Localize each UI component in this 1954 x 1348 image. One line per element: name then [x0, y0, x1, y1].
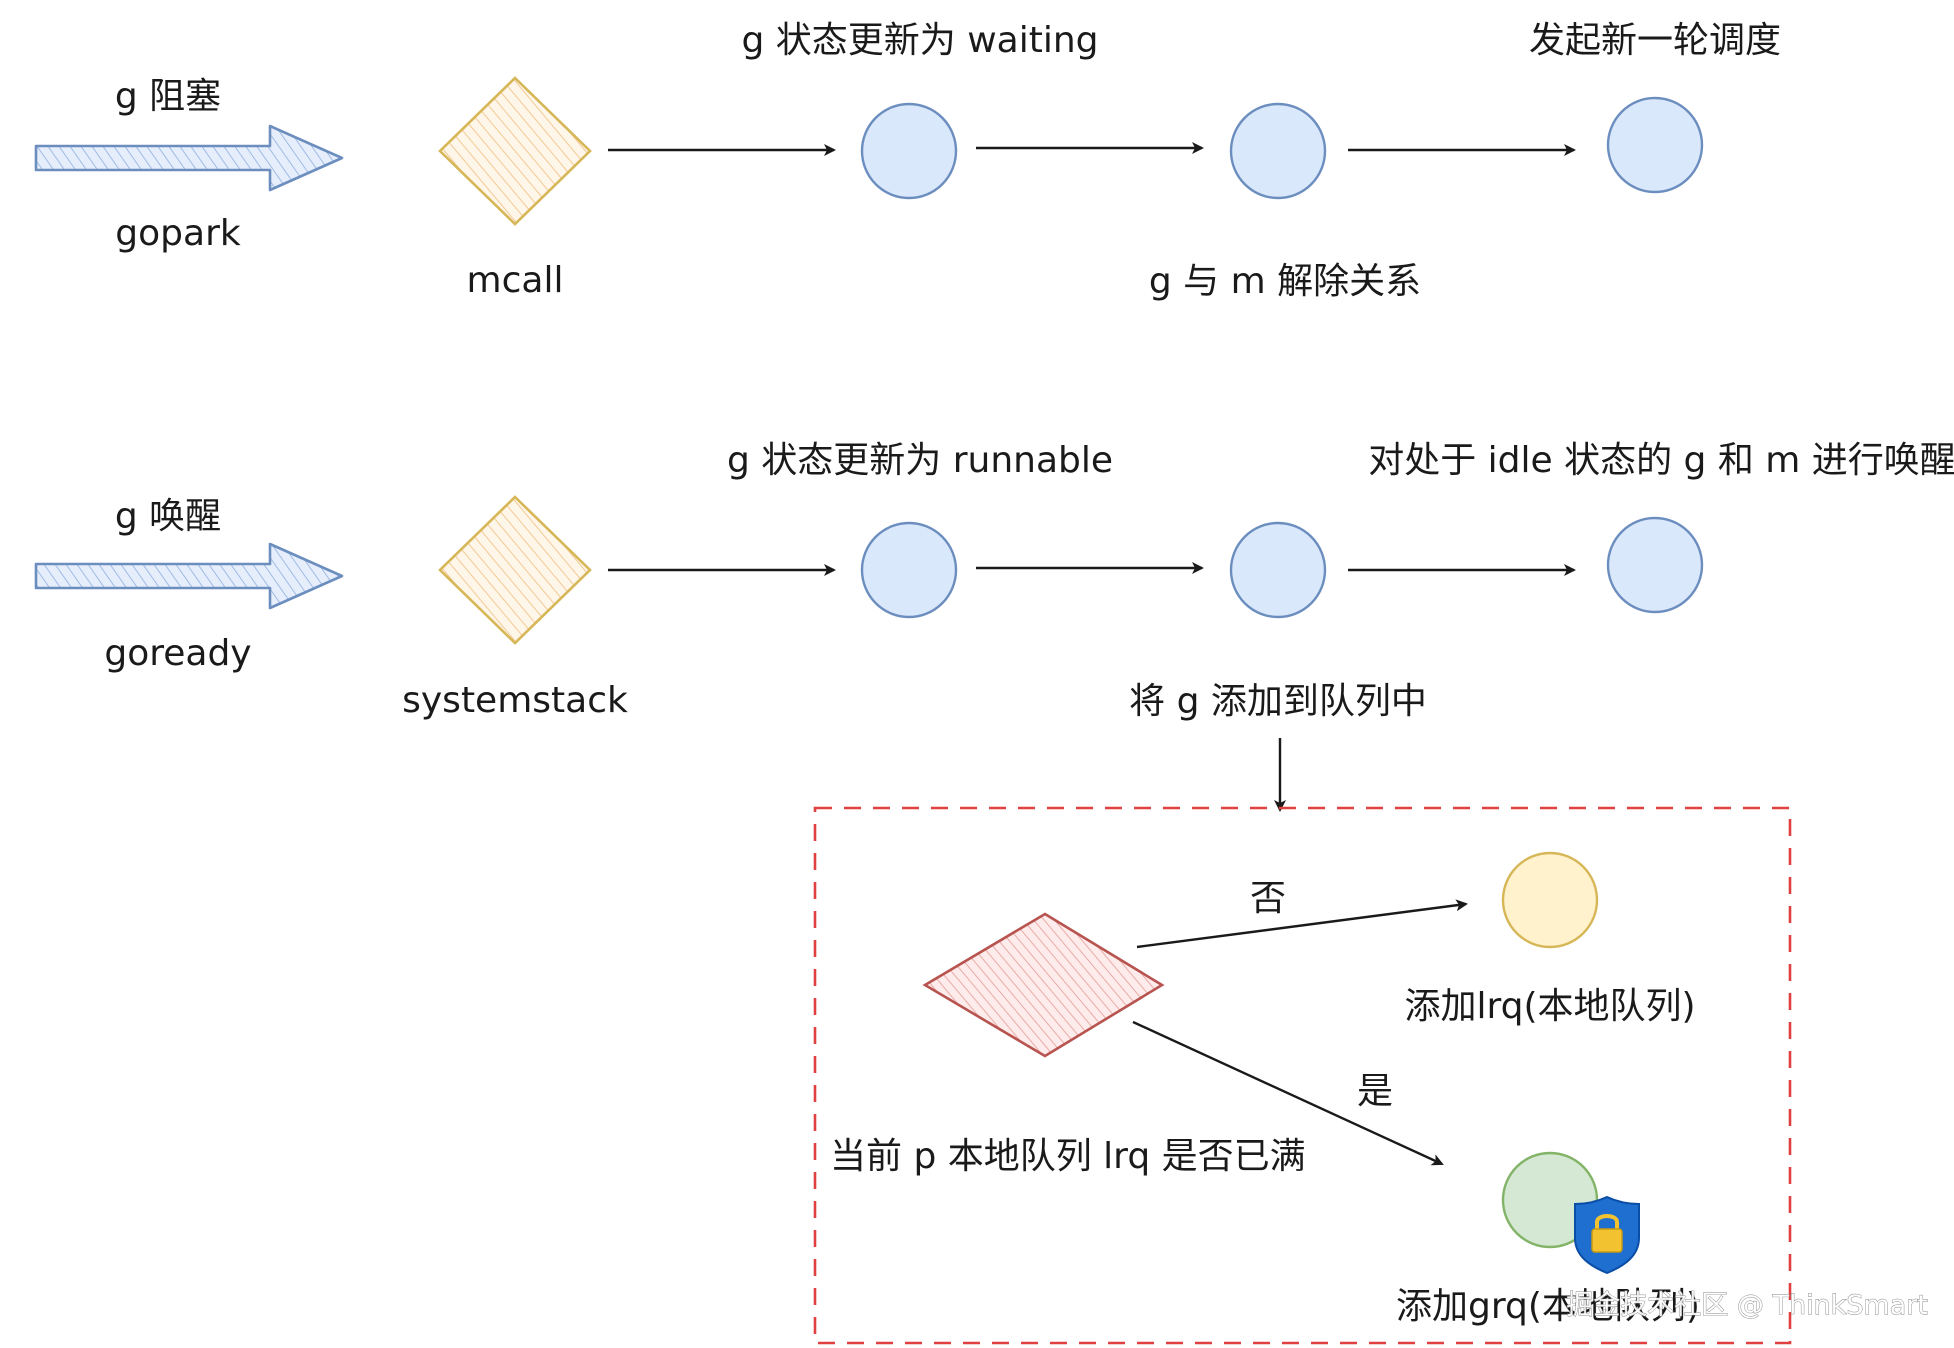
bottom-step1-label: g 状态更新为 runnable [727, 440, 1113, 481]
lrq-node [1501, 851, 1599, 949]
bottom-node-3 [1606, 516, 1704, 614]
bottom-step2-label: 将 g 添加到队列中 [1129, 681, 1427, 722]
bottom-entry-func: systemstack [402, 680, 628, 721]
top-node-1 [860, 102, 958, 200]
bottom-trigger-arrow [34, 542, 344, 610]
shield-lock-icon [1574, 1195, 1640, 1275]
top-trigger-arrow [34, 124, 344, 192]
top-entry-func: mcall [467, 260, 564, 301]
yes-edge [1132, 1020, 1444, 1166]
yes-edge-label: 是 [1357, 1071, 1393, 1112]
decision-region: 当前 p 本地队列 lrq 是否已满 否 添加lrq(本地队列) 是 添加grq… [813, 806, 1792, 1345]
top-trigger-func: gopark [115, 213, 241, 254]
top-trigger-label: g 阻塞 [115, 76, 221, 117]
decision-dashed-border [813, 806, 1792, 1345]
lrq-label: 添加lrq(本地队列) [1404, 986, 1695, 1027]
top-entry-diamond [438, 76, 592, 226]
top-step3-label: 发起新一轮调度 [1529, 20, 1781, 61]
bottom-entry-diamond [438, 495, 592, 645]
bottom-step3-label: 对处于 idle 状态的 g 和 m 进行唤醒 [1368, 440, 1954, 481]
top-node-2 [1229, 102, 1327, 200]
grq-label: 添加grq(本地队列) [1396, 1286, 1700, 1327]
watermark: 掘金技术社区 @ ThinkSmart [1566, 1290, 1928, 1321]
top-step2-label: g 与 m 解除关系 [1149, 261, 1421, 302]
no-edge-label: 否 [1250, 878, 1286, 919]
bottom-trigger-func: goready [104, 633, 251, 674]
bottom-trigger-label: g 唤醒 [115, 496, 221, 537]
bottom-node-2 [1229, 521, 1327, 619]
decision-diamond [922, 912, 1165, 1058]
decision-question: 当前 p 本地队列 lrq 是否已满 [830, 1136, 1306, 1177]
top-node-3 [1606, 96, 1704, 194]
bottom-node-1 [860, 521, 958, 619]
no-edge [1136, 899, 1468, 949]
bottom-flow: g 唤醒 goready systemstack g 状态更新为 runnabl… [34, 440, 1954, 812]
top-flow: g 阻塞 gopark mcall g 状态更新为 waiting g 与 m … [34, 20, 1781, 302]
top-step1-label: g 状态更新为 waiting [741, 20, 1098, 61]
